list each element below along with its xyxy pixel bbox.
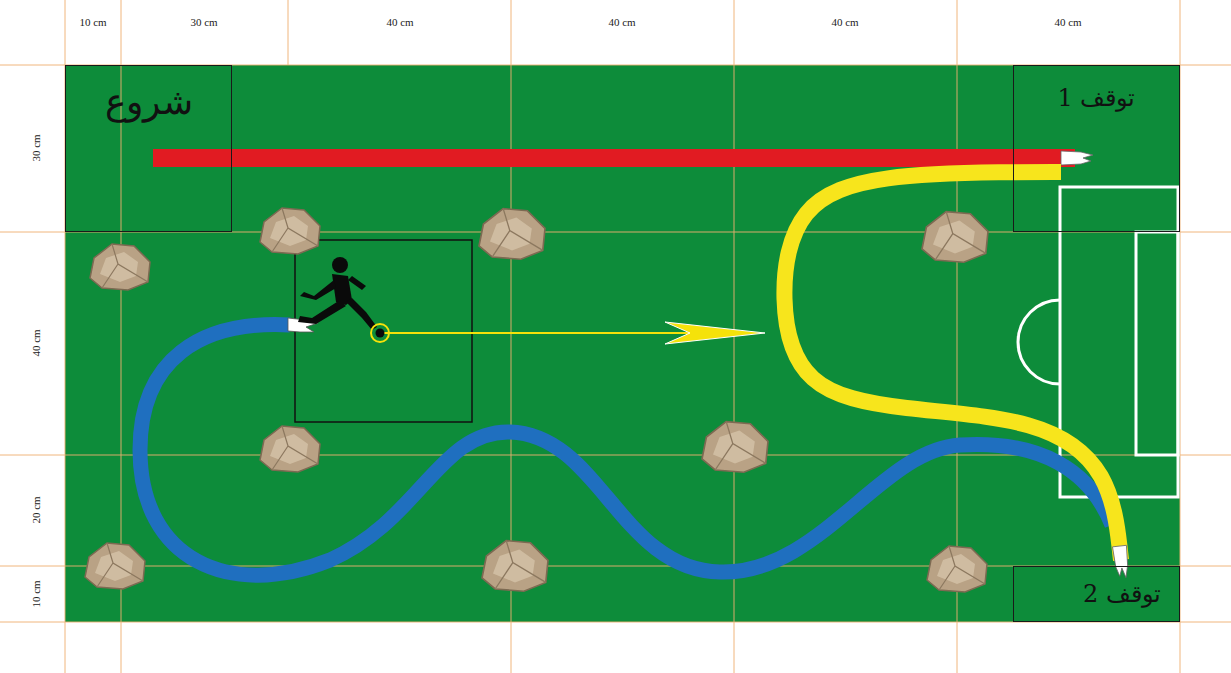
ball	[376, 329, 385, 338]
track-line	[784, 172, 1130, 579]
dimension-label: 40 cm	[386, 16, 413, 28]
player-silhouette	[298, 257, 377, 330]
rock	[482, 541, 548, 592]
kick-arrow	[382, 332, 730, 334]
dimension-label: 40 cm	[608, 16, 635, 28]
rock	[90, 244, 150, 290]
rock	[260, 208, 320, 254]
hand-arrowhead	[1112, 545, 1129, 578]
blue-path	[140, 325, 1112, 576]
dimension-label: 40 cm	[1054, 16, 1081, 28]
dimension-label: 40 cm	[30, 329, 42, 356]
dimension-label: 10 cm	[30, 580, 42, 607]
rock	[702, 422, 768, 473]
rock	[927, 546, 987, 592]
zone-label: توقف 2	[1083, 580, 1161, 609]
ball-target	[371, 324, 389, 342]
dimension-label: 30 cm	[190, 16, 217, 28]
track-path	[153, 149, 1075, 167]
dimension-label: 30 cm	[30, 134, 42, 161]
zone-box: شروع	[65, 65, 232, 232]
zone-label: توقف 1	[1058, 84, 1136, 113]
rock	[260, 426, 320, 472]
hand-arrowhead	[1061, 151, 1093, 165]
track-line	[153, 151, 1093, 165]
field-ground	[65, 65, 1180, 622]
rock	[479, 209, 545, 260]
dimension-label: 10 cm	[79, 16, 106, 28]
rock	[922, 212, 988, 263]
dimension-label: 20 cm	[30, 496, 42, 523]
track-path	[784, 172, 1121, 560]
zone-label: شروع	[105, 80, 193, 123]
dimension-label: 40 cm	[831, 16, 858, 28]
zone-box: توقف 1	[1013, 65, 1180, 232]
kick-zone	[295, 240, 472, 422]
arrow-head	[665, 322, 765, 344]
rock	[85, 543, 145, 589]
zone-box: توقف 2	[1013, 566, 1180, 622]
